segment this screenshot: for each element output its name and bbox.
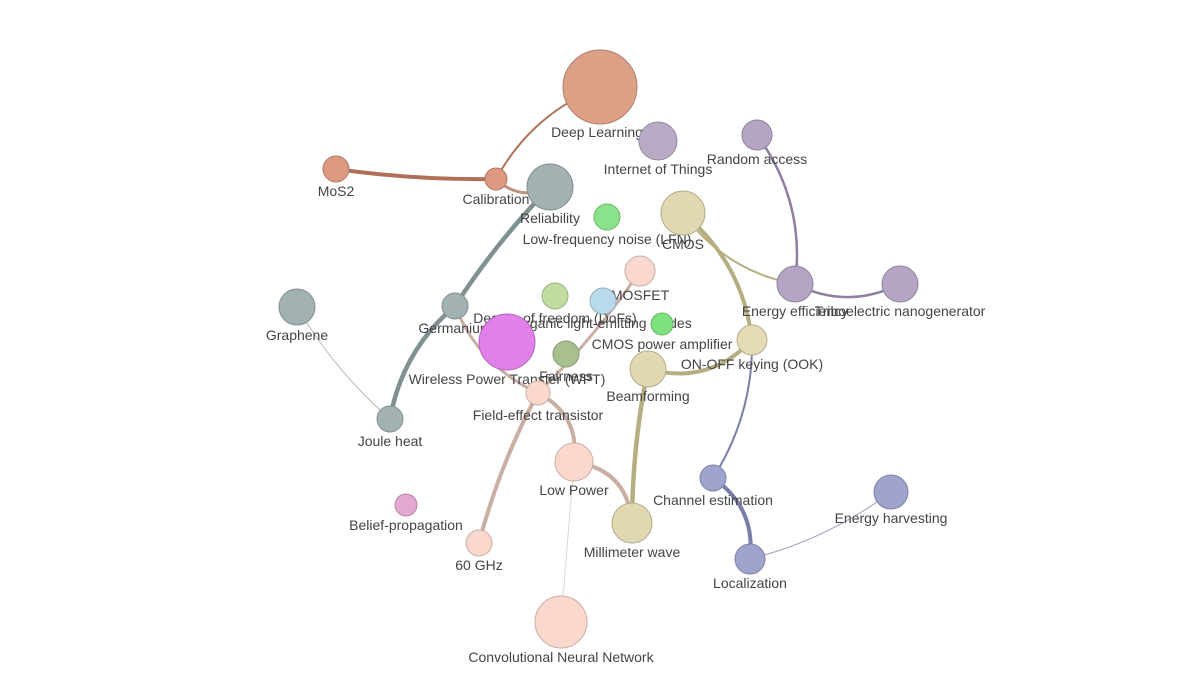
node-energy-harvesting[interactable]: Energy harvesting [835,474,948,526]
edge-localization-energy-harvesting [749,491,892,560]
node-60ghz[interactable]: 60 GHz [455,529,503,573]
node-circle-lfn[interactable] [593,203,621,231]
node-circle-cnn[interactable] [534,595,588,649]
node-circle-internet-of-things[interactable] [638,121,678,161]
node-mmwave[interactable]: Millimeter wave [584,502,681,560]
node-lfn[interactable]: Low-frequency noise (LFN) [523,203,692,247]
node-fairness[interactable]: Fairness [539,340,593,384]
edge-layer [296,86,902,623]
node-circle-fairness[interactable] [552,340,580,368]
node-circle-joule-heat[interactable] [376,405,404,433]
node-graphene[interactable]: Graphene [266,288,328,343]
node-circle-low-power[interactable] [554,442,594,482]
node-circle-energy-efficiency[interactable] [776,265,814,303]
node-label-beamforming: Beamforming [606,388,689,404]
node-cmos-pa[interactable]: CMOS power amplifier [592,312,733,352]
node-circle-belief-propagation[interactable] [394,493,418,517]
node-reliability[interactable]: Reliability [520,163,580,226]
node-circle-dofs[interactable] [541,282,569,310]
node-teng[interactable]: Triboelectric nanogenerator [815,265,986,319]
node-channel-estimation[interactable]: Channel estimation [653,464,773,508]
node-wpt[interactable]: Wireless Power Transfer (WPT) [409,313,606,387]
node-circle-graphene[interactable] [278,288,316,326]
node-belief-propagation[interactable]: Belief-propagation [349,493,463,533]
node-circle-channel-estimation[interactable] [699,464,727,492]
node-fet[interactable]: Field-effect transistor [473,380,604,423]
node-oled[interactable]: Organic light-emitting diodes [514,287,692,331]
node-circle-germanium[interactable] [441,292,469,320]
edge-fet-mosfet [536,269,642,395]
node-joule-heat[interactable]: Joule heat [358,405,423,449]
node-circle-ook[interactable] [736,324,768,356]
node-mos2[interactable]: MoS2 [318,155,355,199]
node-energy-efficiency[interactable]: Energy efficiency [742,265,848,319]
node-label-oled: Organic light-emitting diodes [514,315,691,331]
node-circle-cmos-pa[interactable] [650,312,674,336]
node-calibration[interactable]: Calibration [463,167,530,207]
node-label-cnn: Convolutional Neural Network [468,649,654,665]
node-label-teng: Triboelectric nanogenerator [815,303,986,319]
node-germanium[interactable]: Germanium [418,292,492,336]
node-label-joule-heat: Joule heat [358,433,423,449]
node-label-internet-of-things: Internet of Things [604,161,713,177]
node-label-reliability: Reliability [520,210,580,226]
node-label-wpt: Wireless Power Transfer (WPT) [409,371,606,387]
node-circle-60ghz[interactable] [465,529,493,557]
edge-random-access-energy-efficiency [755,133,799,286]
edge-ook-channel-estimation [712,339,754,479]
node-circle-reliability[interactable] [526,163,574,211]
node-label-mmwave: Millimeter wave [584,544,681,560]
node-label-fairness: Fairness [539,368,593,384]
node-internet-of-things[interactable]: Internet of Things [604,121,713,177]
node-label-graphene: Graphene [266,327,328,343]
node-label-mos2: MoS2 [318,183,355,199]
node-circle-fet[interactable] [525,380,551,406]
node-circle-random-access[interactable] [741,119,773,151]
node-label-mosfet: MOSFET [611,287,670,303]
node-label-germanium: Germanium [418,320,491,336]
node-beamforming[interactable]: Beamforming [606,350,690,404]
node-label-random-access: Random access [707,151,807,167]
node-mosfet[interactable]: MOSFET [611,255,670,303]
node-circle-teng[interactable] [881,265,919,303]
node-label-ook: ON-OFF keying (OOK) [681,356,823,372]
edge-graphene-joule-heat [296,306,391,420]
node-label-energy-harvesting: Energy harvesting [835,510,948,526]
node-circle-oled[interactable] [589,287,617,315]
node-circle-cmos[interactable] [660,190,706,236]
node-circle-beamforming[interactable] [629,350,667,388]
node-label-belief-propagation: Belief-propagation [349,517,463,533]
node-cmos[interactable]: CMOS [660,190,706,252]
node-circle-localization[interactable] [734,543,766,575]
edge-fet-60ghz [477,391,540,545]
node-deep-learning[interactable]: Deep Learning [551,49,643,140]
node-cnn[interactable]: Convolutional Neural Network [468,595,655,665]
node-circle-mmwave[interactable] [611,502,653,544]
node-label-calibration: Calibration [463,191,530,207]
node-label-channel-estimation: Channel estimation [653,492,773,508]
node-circle-deep-learning[interactable] [562,49,638,125]
node-label-low-power: Low Power [539,482,609,498]
node-low-power[interactable]: Low Power [539,442,609,498]
node-localization[interactable]: Localization [713,543,787,591]
node-circle-calibration[interactable] [484,167,508,191]
node-circle-wpt[interactable] [478,313,536,371]
node-circle-energy-harvesting[interactable] [873,474,909,510]
node-label-cmos: CMOS [662,236,704,252]
edge-germanium-joule-heat [387,303,458,422]
node-label-cmos-pa: CMOS power amplifier [592,336,733,352]
node-circle-mosfet[interactable] [624,255,656,287]
node-label-localization: Localization [713,575,787,591]
node-label-deep-learning: Deep Learning [551,124,643,140]
edge-mos2-calibration [334,167,498,182]
node-circle-mos2[interactable] [322,155,350,183]
node-label-energy-efficiency: Energy efficiency [742,303,848,319]
node-label-60ghz: 60 GHz [455,557,502,573]
node-label-fet: Field-effect transistor [473,407,604,423]
node-random-access[interactable]: Random access [707,119,807,167]
node-ook[interactable]: ON-OFF keying (OOK) [681,324,823,372]
node-label-lfn: Low-frequency noise (LFN) [523,231,692,247]
